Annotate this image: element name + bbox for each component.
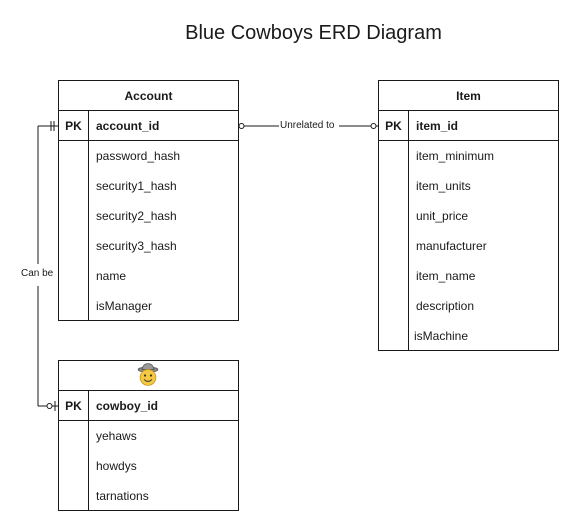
table-cowboy-fields: yehaws howdys tarnations: [59, 421, 238, 511]
optional-circle-icon: [370, 123, 377, 129]
field-row: yehaws: [96, 429, 137, 443]
table-cowboy[interactable]: PK cowboy_id yehaws howdys tarnations: [58, 360, 239, 511]
field-row: security3_hash: [96, 239, 177, 253]
field-row: security1_hash: [96, 179, 177, 193]
table-item-header: Item: [379, 81, 558, 111]
diagram-title: Blue Cowboys ERD Diagram: [185, 22, 442, 44]
pk-label: PK: [59, 111, 89, 140]
field-row: unit_price: [416, 209, 469, 223]
edge-label-account-item: Unrelated to: [279, 120, 336, 131]
field-row: manufacturer: [416, 239, 487, 253]
edge-label-account-cowboy: Can be: [20, 268, 55, 279]
table-cowboy-header: [59, 361, 238, 391]
field-row: name: [96, 269, 127, 283]
table-item-fields: item_minimum item_units unit_price manuf…: [379, 141, 558, 351]
pk-label: PK: [59, 391, 89, 420]
field-row: tarnations: [96, 489, 149, 503]
field-row: howdys: [96, 459, 137, 473]
pk-field: cowboy_id: [96, 398, 159, 413]
field-row: isMachine: [414, 329, 469, 343]
field-row: item_units: [416, 179, 471, 193]
optional-circle-icon: [238, 123, 245, 129]
table-account-header: Account: [59, 81, 238, 111]
table-item[interactable]: Item PK item_id item_minimum item_units …: [378, 80, 559, 351]
edge-account-cowboy[interactable]: [37, 121, 58, 411]
table-account-pk-row: PK account_id: [59, 111, 238, 141]
table-item-pk-row: PK item_id: [379, 111, 558, 141]
field-row: description: [416, 299, 475, 313]
pk-field: account_id: [96, 118, 160, 133]
cowboy-emoji-icon: [137, 363, 159, 386]
optional-circle-icon: [46, 403, 53, 409]
field-row: item_minimum: [416, 149, 495, 163]
pk-field: item_id: [416, 118, 459, 133]
field-row: item_name: [416, 269, 476, 283]
table-cowboy-pk-row: PK cowboy_id: [59, 391, 238, 421]
table-account[interactable]: Account PK account_id password_hash secu…: [58, 80, 239, 321]
pk-label: PK: [379, 111, 409, 140]
field-row: security2_hash: [96, 209, 177, 223]
field-row: isManager: [96, 299, 153, 313]
field-row: password_hash: [96, 149, 181, 163]
edge-account-item[interactable]: [238, 123, 378, 129]
table-account-fields: password_hash security1_hash security2_h…: [59, 141, 238, 321]
